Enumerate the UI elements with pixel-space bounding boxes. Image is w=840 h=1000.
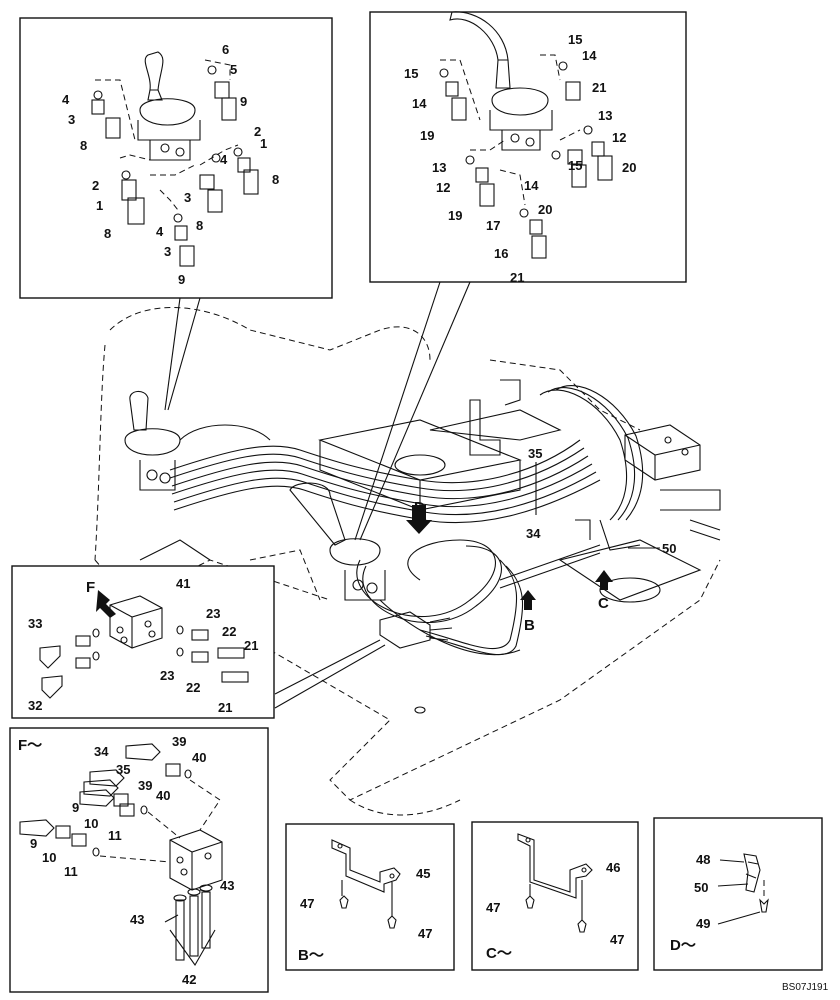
- callout-22: 22: [222, 624, 236, 639]
- callout-4: 4: [156, 224, 164, 239]
- callout-11: 11: [108, 828, 122, 843]
- view-c-detail-label: C～: [486, 945, 512, 962]
- callout-42: 42: [182, 972, 196, 987]
- view-c-arrow: [595, 570, 613, 590]
- callout-3: 3: [164, 244, 171, 259]
- callout-20: 20: [538, 202, 552, 217]
- callout-15: 15: [404, 66, 418, 81]
- view-d-detail-label: D～: [670, 937, 696, 954]
- view-b-detail-label: B～: [298, 947, 324, 964]
- callout-47: 47: [300, 896, 314, 911]
- callout-47: 47: [610, 932, 624, 947]
- callout-15: 15: [568, 158, 582, 173]
- callout-40: 40: [192, 750, 206, 765]
- callout-5: 5: [230, 62, 237, 77]
- callout-8: 8: [196, 218, 203, 233]
- callout-35: 35: [116, 762, 130, 777]
- view-b-arrow: [520, 590, 536, 610]
- callout-13: 13: [598, 108, 612, 123]
- figure-code: BS07J191: [782, 982, 829, 993]
- callout-2: 2: [254, 124, 261, 139]
- callout-8: 8: [104, 226, 111, 241]
- callout-4: 4: [220, 152, 228, 167]
- callout-4: 4: [62, 92, 70, 107]
- callout-20: 20: [622, 160, 636, 175]
- callout-50: 50: [662, 541, 676, 556]
- callout-41: 41: [176, 576, 190, 591]
- main-assembly: D B C 35 34 50: [94, 281, 721, 816]
- callout-48: 48: [696, 852, 710, 867]
- callout-39: 39: [138, 778, 152, 793]
- callout-19: 19: [448, 208, 462, 223]
- callout-39: 39: [172, 734, 186, 749]
- callout-22: 22: [186, 680, 200, 695]
- callout-43: 43: [220, 878, 234, 893]
- callout-35: 35: [528, 446, 542, 461]
- callout-9: 9: [240, 94, 247, 109]
- callout-43: 43: [130, 912, 144, 927]
- left-pilot-valve-detail: 6 5 9 4 3 8 2 4 1 8 2 1 3 8 8 4 3 9: [19, 17, 333, 299]
- callout-33: 33: [28, 616, 42, 631]
- callout-47: 47: [486, 900, 500, 915]
- view-f-arrow: [96, 590, 116, 618]
- callout-46: 46: [606, 860, 620, 875]
- callout-10: 10: [42, 850, 56, 865]
- callout-14: 14: [524, 178, 539, 193]
- callout-1: 1: [96, 198, 103, 213]
- callout-34: 34: [94, 744, 109, 759]
- view-f-label: F: [86, 579, 95, 596]
- callout-8: 8: [80, 138, 87, 153]
- callout-21: 21: [244, 638, 258, 653]
- callout-12: 12: [436, 180, 450, 195]
- view-d-label: D: [414, 499, 425, 516]
- callout-9: 9: [178, 272, 185, 287]
- callout-47: 47: [418, 926, 432, 941]
- callout-32: 32: [28, 698, 42, 713]
- callout-50: 50: [694, 880, 708, 895]
- callout-17: 17: [486, 218, 500, 233]
- callout-16: 16: [494, 246, 508, 261]
- view-c-label: C: [598, 595, 609, 612]
- view-c-detail: C～ 46 47 47: [471, 821, 639, 971]
- right-pilot-valve-detail: 15 14 15 21 14 13 19 12 13 15 20 12 14 2…: [369, 11, 687, 285]
- view-d-detail: D～ 48 50 49: [653, 817, 823, 971]
- callout-19: 19: [420, 128, 434, 143]
- view-f-detail: F 41 33 23 22 21 23 22 32 21: [11, 565, 275, 719]
- callout-12: 12: [612, 130, 626, 145]
- callout-21: 21: [510, 270, 524, 285]
- callout-34: 34: [526, 526, 541, 541]
- view-b-detail: B～ 45 47 47: [285, 823, 455, 971]
- callout-45: 45: [416, 866, 430, 881]
- callout-11: 11: [64, 864, 78, 879]
- callout-14: 14: [412, 96, 427, 111]
- callout-21: 21: [218, 700, 232, 715]
- callout-3: 3: [68, 112, 75, 127]
- callout-13: 13: [432, 160, 446, 175]
- callout-21: 21: [592, 80, 606, 95]
- callout-3: 3: [184, 190, 191, 205]
- view-f-detail-label: F～: [18, 737, 42, 754]
- callout-23: 23: [206, 606, 220, 621]
- view-d-arrow: [406, 505, 432, 534]
- callout-9: 9: [72, 800, 79, 815]
- callout-6: 6: [222, 42, 229, 57]
- callout-23: 23: [160, 668, 174, 683]
- view-f-exploded-detail: F～ 34 39 40 35 39 9 40 10 11 9 10 11 43 …: [9, 727, 269, 993]
- callout-2: 2: [92, 178, 99, 193]
- callout-49: 49: [696, 916, 710, 931]
- callout-9: 9: [30, 836, 37, 851]
- callout-8: 8: [272, 172, 279, 187]
- callout-10: 10: [84, 816, 98, 831]
- callout-1: 1: [260, 136, 267, 151]
- view-b-label: B: [524, 617, 535, 634]
- callout-40: 40: [156, 788, 170, 803]
- callout-14: 14: [582, 48, 597, 63]
- callout-15: 15: [568, 32, 582, 47]
